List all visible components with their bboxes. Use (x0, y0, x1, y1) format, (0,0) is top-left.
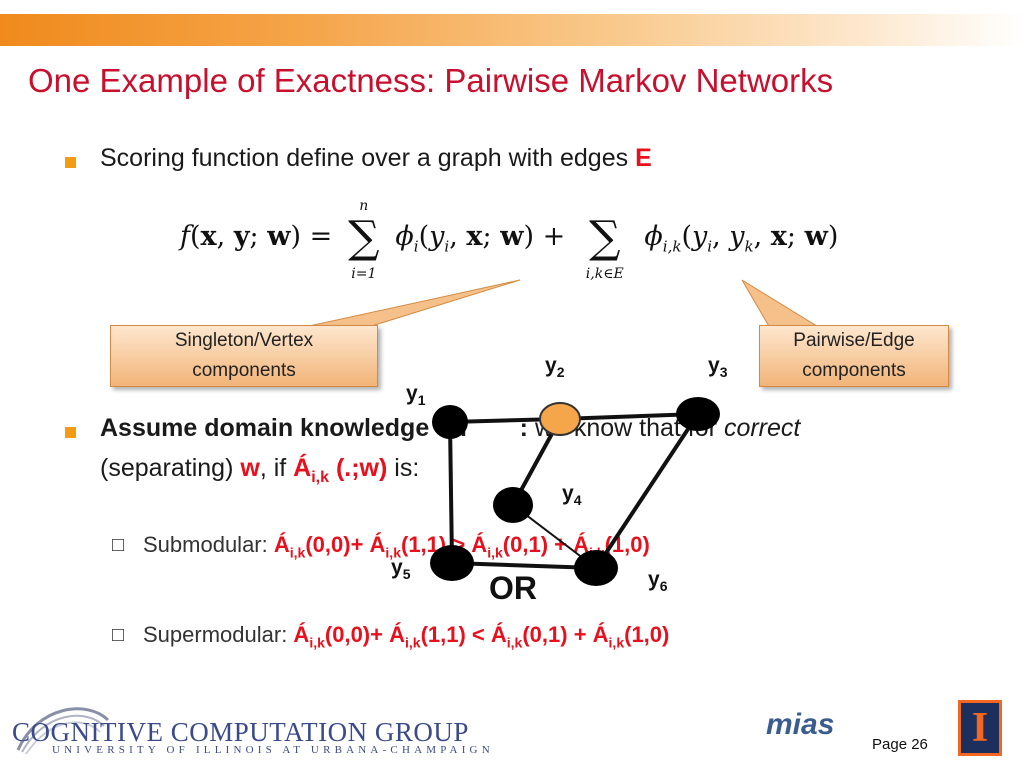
bullet-2-line2a: (separating) (100, 454, 241, 482)
label-pairwise-line2: components (802, 360, 906, 381)
sub-expr-2: (0,0)+ Á (305, 532, 386, 557)
bullet-2-line2b: , if (259, 454, 294, 482)
ccg-swirl-logo (16, 707, 110, 755)
bullet-2-italic: correct (723, 414, 801, 442)
ccg-group-name: COGNITIVE COMPUTATION GROUP (12, 717, 469, 747)
label-pairwise: Pairwise/Edge components (759, 325, 949, 387)
slide-title: One Example of Exactness: Pairwise Marko… (28, 62, 834, 99)
bullet-square-icon (65, 427, 76, 438)
label-pairwise-line1: Pairwise/Edge (793, 330, 915, 351)
page-number: Page 26 (872, 736, 928, 753)
node-y3 (676, 397, 720, 431)
y4-sub: 4 (573, 492, 582, 509)
node-y5 (430, 545, 474, 581)
node-y2 (539, 402, 581, 436)
sup-expr-2: (0,0)+ Á (324, 622, 405, 647)
supermodular-line: Supermodular: Ái,k(0,0)+ Ái,k(1,1) < Ái,… (143, 622, 669, 650)
bullet-2-w: w (240, 454, 260, 482)
bullet-2-phi-sub: i,k (311, 469, 330, 486)
node-label-y4: y4 (562, 482, 581, 508)
y5-name: y (391, 556, 403, 579)
bullet-2-line2: (separating) w, if Ái,k (.;w) is: (100, 454, 419, 487)
sup-expr-0: Á (293, 622, 310, 647)
sup-expr-8: (1,0) (624, 622, 670, 647)
sup-expr-4: (1,1) < Á (420, 622, 507, 647)
y5-sub: 5 (402, 566, 411, 583)
header-gradient-bar (0, 14, 1024, 46)
node-y4 (493, 487, 533, 523)
supermodular-label: Supermodular: (143, 622, 294, 647)
y3-sub: 3 (719, 364, 728, 381)
node-label-y6: y6 (648, 568, 667, 594)
bullet-1: Scoring function define over a graph wit… (100, 144, 652, 173)
sub-expr-0: Á (273, 532, 290, 557)
bullet-2-phi-args: (.;w) (329, 454, 388, 482)
scoring-formula: f(x, y; w) = ∑ n i=1 ϕi(yi, x; w) + ∑ i,… (180, 198, 839, 282)
y6-sub: 6 (659, 578, 668, 595)
checkbox-bullet-icon: □ (112, 534, 125, 556)
edge-y2-y3 (559, 412, 699, 421)
label-singleton-line2: components (192, 360, 296, 381)
sup-expr-3: i,k (404, 634, 421, 651)
y3-name: y (708, 354, 720, 377)
checkbox-bullet-icon: □ (112, 624, 125, 646)
submodular-line: Submodular: Ái,k(0,0)+ Ái,k(1,1) > Ái,k(… (143, 532, 650, 560)
sub-expr-3: i,k (385, 544, 401, 561)
sum2-bottom: i,k∈E (585, 266, 624, 282)
label-singleton: Singleton/Vertex components (110, 325, 378, 387)
bullet-1-text: Scoring function define over a graph wit… (100, 144, 636, 172)
bullet-2-colon: : (519, 414, 528, 442)
sub-expr-1: i,k (289, 544, 306, 561)
illinois-logo: I (958, 700, 1002, 756)
sup-expr-6: (0,1) + Á (522, 622, 609, 647)
ccg-university: UNIVERSITY OF ILLINOIS AT URBANA-CHAMPAI… (52, 744, 494, 756)
illinois-letter: I (971, 705, 989, 751)
edge-y5-y6 (451, 561, 597, 570)
sum1-top: n (359, 198, 369, 214)
y6-name: y (648, 568, 660, 591)
bullet-2-line2c: is: (387, 454, 420, 482)
bullet-2-phi: Á (293, 454, 312, 482)
bullet-2-bold: Assume domain knowledge on (100, 414, 474, 442)
sup-expr-1: i,k (309, 634, 325, 651)
node-y1 (432, 405, 468, 439)
mias-logo: mias (766, 708, 835, 741)
node-label-y1: y1 (406, 382, 425, 408)
node-label-y3: y3 (708, 354, 727, 380)
sup-expr-7: i,k (608, 634, 625, 651)
label-singleton-line1: Singleton/Vertex (174, 330, 314, 351)
or-text: OR (489, 570, 537, 606)
node-label-y2: y2 (545, 354, 564, 380)
submodular-label: Submodular: (143, 532, 274, 557)
y1-name: y (406, 382, 418, 405)
node-y6 (574, 550, 618, 586)
y1-sub: 1 (417, 392, 426, 409)
sub-expr-5: i,k (487, 544, 503, 561)
sum1-bottom: i=1 (351, 266, 377, 282)
sup-expr-5: i,k (506, 634, 523, 651)
bullet-1-emph: E (635, 144, 652, 172)
node-label-y5: y5 (391, 556, 410, 582)
bullet-square-icon (65, 157, 76, 168)
edge-y3-y6 (594, 412, 700, 570)
y2-sub: 2 (556, 364, 565, 381)
y2-name: y (545, 354, 557, 377)
edge-y1-y5 (448, 421, 454, 564)
y4-name: y (562, 482, 574, 505)
